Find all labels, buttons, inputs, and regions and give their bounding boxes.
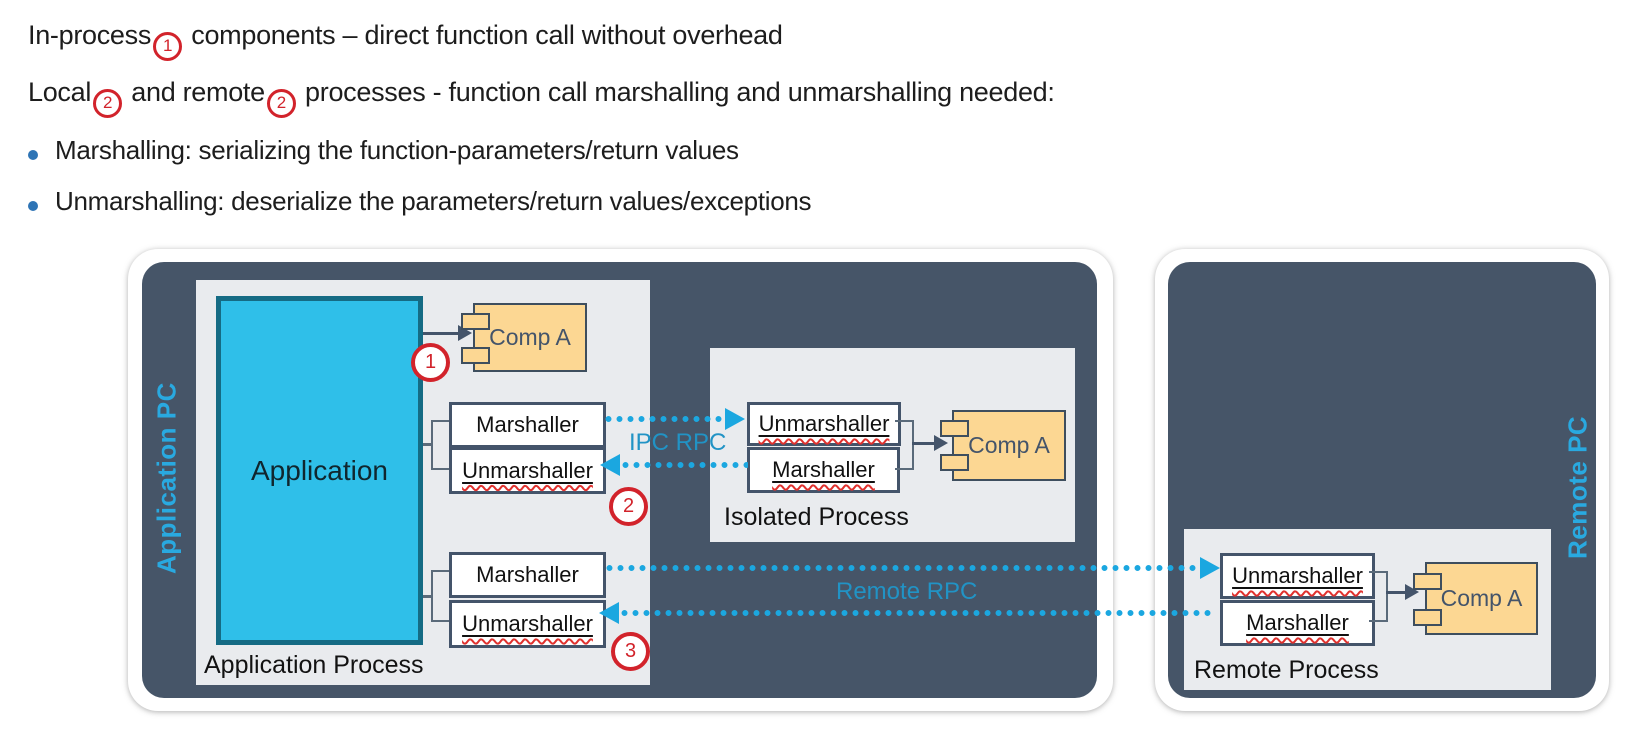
application-node-label: Application xyxy=(251,454,388,486)
ipc-dotted-line xyxy=(603,415,725,423)
uml-component-tab-icon xyxy=(940,454,969,471)
remote-arrowhead-left-icon xyxy=(599,602,619,624)
marshaller-label: Marshaller xyxy=(772,457,875,482)
remote-pc-label: Remote PC xyxy=(1562,415,1593,559)
comp-a-isolated-node: Comp A xyxy=(952,410,1066,481)
inline-badge-2a-icon: 2 xyxy=(93,88,123,118)
bullet-dot-icon xyxy=(28,150,38,160)
badge-3: 3 xyxy=(611,632,650,671)
call-arrow-line xyxy=(423,332,460,335)
connector-stub xyxy=(423,595,432,598)
marshaller-label: Marshaller xyxy=(476,412,579,437)
bullet-dot-icon xyxy=(28,201,38,211)
remote-rpc-label: Remote RPC xyxy=(836,578,978,605)
marshaller-remotepc-node: Marshaller xyxy=(1220,600,1375,646)
uml-component-tab-icon xyxy=(1413,573,1442,590)
marshaller-label: Marshaller xyxy=(1246,610,1349,635)
connector-bracket xyxy=(1369,571,1388,622)
uml-component-tab-icon xyxy=(940,420,969,437)
remote-dotted-line xyxy=(604,564,1200,572)
unmarshaller-remotepc-node: Unmarshaller xyxy=(1220,553,1375,599)
ipc-dotted-line xyxy=(620,461,748,469)
heading-line-1-rest: components – direct function call withou… xyxy=(184,20,783,50)
ipc-arrowhead-right-icon xyxy=(725,408,745,430)
heading-line-1-text: In-process xyxy=(28,20,152,50)
bullet-2: Unmarshalling: deserialize the parameter… xyxy=(55,186,812,216)
comp-a-label: Comp A xyxy=(489,324,571,350)
badge-1: 1 xyxy=(411,343,450,382)
uml-component-tab-icon xyxy=(461,313,490,330)
inline-badge-1-icon: 1 xyxy=(153,31,183,61)
connector-bracket xyxy=(431,420,451,470)
call-arrow-line xyxy=(1386,591,1407,594)
connector-stub xyxy=(423,443,432,446)
heading-line-2-mid: and remote xyxy=(124,77,265,107)
call-arrow-line xyxy=(912,442,936,445)
unmarshaller-remote-node: Unmarshaller xyxy=(449,600,606,648)
bullet-1: Marshalling: serializing the function-pa… xyxy=(55,135,739,165)
connector-bracket xyxy=(431,570,451,622)
unmarshaller-label: Unmarshaller xyxy=(1232,563,1363,588)
uml-component-tab-icon xyxy=(461,347,490,364)
application-process-label: Application Process xyxy=(204,651,424,679)
comp-a-label: Comp A xyxy=(968,432,1050,458)
isolated-process-label: Isolated Process xyxy=(724,503,909,531)
comp-a-label: Comp A xyxy=(1440,585,1523,611)
heading-line-2-rest: processes - function call marshalling an… xyxy=(297,77,1055,107)
unmarshaller-isolated-node: Unmarshaller xyxy=(747,402,901,446)
application-pc-label: Application PC xyxy=(151,382,182,574)
comp-a-remote-node: Comp A xyxy=(1425,562,1538,635)
application-node: Application xyxy=(216,296,423,645)
inline-badge-2b-icon: 2 xyxy=(266,88,296,118)
badge-2: 2 xyxy=(609,487,648,526)
remote-process-label: Remote Process xyxy=(1194,656,1379,684)
unmarshaller-ipc-node: Unmarshaller xyxy=(449,447,606,494)
connector-bracket xyxy=(895,420,914,470)
comp-a-inprocess-node: Comp A xyxy=(473,303,587,372)
unmarshaller-label: Unmarshaller xyxy=(462,611,593,636)
unmarshaller-label: Unmarshaller xyxy=(758,411,890,436)
call-arrow-icon xyxy=(934,435,948,451)
remote-dotted-line xyxy=(619,609,1212,617)
ipc-rpc-label: IPC RPC xyxy=(629,429,727,456)
marshaller-label: Marshaller xyxy=(476,562,579,587)
marshaller-remote-node: Marshaller xyxy=(449,552,606,598)
marshaller-isolated-node: Marshaller xyxy=(747,447,900,493)
ipc-arrowhead-left-icon xyxy=(600,454,620,476)
remote-arrowhead-right-icon xyxy=(1200,557,1220,579)
uml-component-tab-icon xyxy=(1413,609,1442,626)
unmarshaller-label: Unmarshaller xyxy=(462,457,593,483)
heading-line-2-text: Local xyxy=(28,77,92,107)
marshaller-ipc-node: Marshaller xyxy=(449,402,606,448)
